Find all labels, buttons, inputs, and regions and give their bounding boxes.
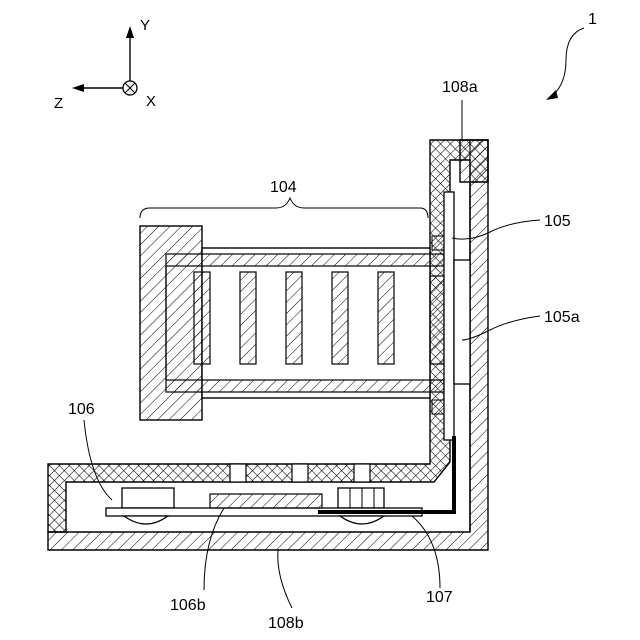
standoff-left xyxy=(122,488,174,508)
fin xyxy=(332,272,348,364)
fin xyxy=(286,272,302,364)
label-case-upper: 108a xyxy=(442,79,478,96)
label-assembly: 1 xyxy=(588,11,597,28)
fin xyxy=(378,272,394,364)
y-arrowhead xyxy=(126,26,134,38)
label-plate-part: 105a xyxy=(544,309,580,326)
z-arrowhead xyxy=(72,84,84,92)
axis-label-z: Z xyxy=(54,95,63,112)
component-106b xyxy=(210,494,322,508)
heat-sink xyxy=(140,226,444,420)
fin-end xyxy=(430,276,444,364)
label-heat-sink: 104 xyxy=(270,179,297,196)
heat-sink-top-rail xyxy=(166,254,444,266)
label-board: 106 xyxy=(68,401,95,418)
fin xyxy=(240,272,256,364)
bump-left xyxy=(124,516,168,524)
axis-label-y: Y xyxy=(140,17,150,34)
standoff-right xyxy=(338,488,384,508)
label-wire: 107 xyxy=(426,589,453,606)
fin xyxy=(194,272,210,364)
bump-right xyxy=(340,516,384,524)
label-plate: 105 xyxy=(544,213,571,230)
heat-sink-bottom-rail xyxy=(166,380,444,392)
plate-part xyxy=(454,260,470,384)
label-board-part: 106b xyxy=(170,597,206,614)
plate xyxy=(444,192,454,440)
axes-indicator: Y Z X xyxy=(54,17,156,112)
heat-sink-body xyxy=(202,248,430,398)
plate-seal-top xyxy=(432,236,444,250)
plate-seal-bottom xyxy=(432,400,444,414)
axis-label-x: X xyxy=(146,93,156,110)
label-case-lower: 108b xyxy=(268,615,304,632)
